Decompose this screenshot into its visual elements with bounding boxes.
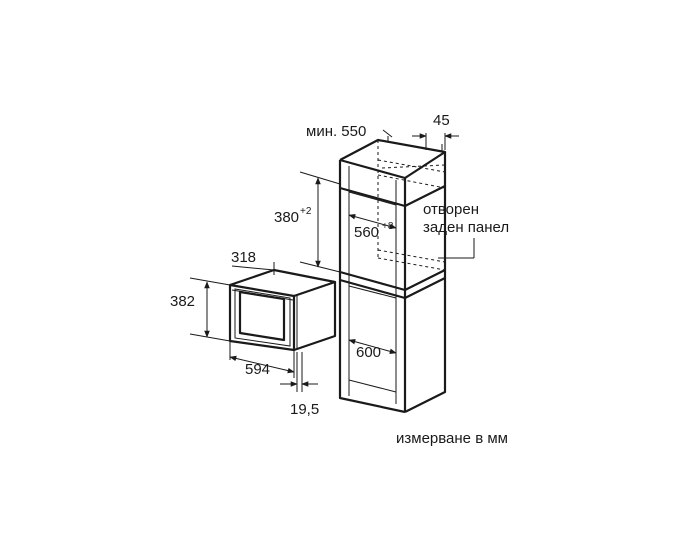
open-back-note: отворен заден панел — [423, 201, 509, 259]
dimension-45: 45 — [412, 112, 459, 150]
label-open-back-line2: заден панел — [423, 219, 509, 236]
dimension-382: 382 — [170, 277, 231, 342]
tall-cabinet — [338, 136, 447, 414]
label-niche-width-tolerance: +8 — [382, 221, 394, 232]
dimension-19-5: 19,5 — [280, 352, 319, 418]
label-min-depth: мин. 550 — [306, 123, 366, 140]
label-open-back-line1: отворен — [423, 201, 479, 218]
label-niche-width: 560 — [354, 224, 379, 241]
label-niche-height-tolerance: +2 — [300, 206, 312, 217]
label-appliance-height: 382 — [170, 293, 195, 310]
label-niche-height: 380 — [274, 209, 299, 226]
dimension-380: 380 +2 — [274, 171, 341, 273]
label-niche-depth: 600 — [356, 344, 381, 361]
dimension-600: 600 — [348, 338, 397, 361]
appliance — [228, 268, 337, 352]
dimension-318: 318 — [231, 249, 275, 275]
dimension-594: 594 — [229, 341, 295, 378]
label-back-gap: 45 — [433, 112, 450, 129]
label-door-thickness: 19,5 — [290, 401, 319, 418]
dimension-min-550: мин. 550 — [306, 123, 393, 140]
label-appliance-depth: 318 — [231, 249, 256, 266]
dimension-560: 560 +8 — [348, 213, 397, 241]
units-note: измерване в мм — [396, 430, 508, 447]
label-appliance-width: 594 — [245, 361, 270, 378]
